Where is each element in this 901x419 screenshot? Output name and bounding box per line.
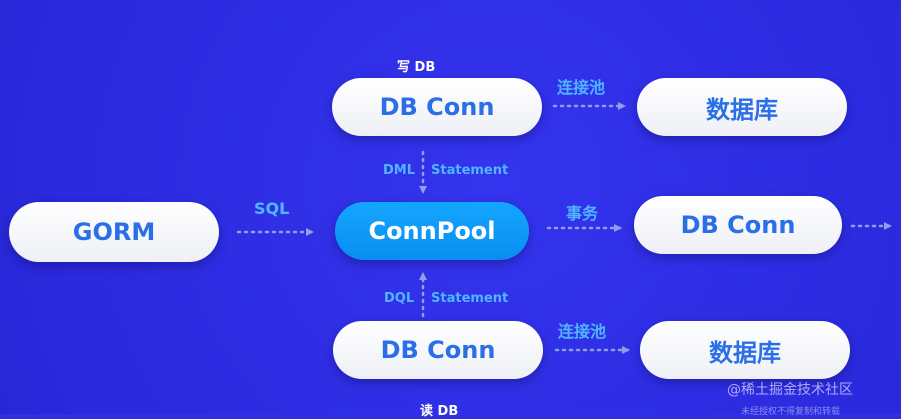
dml-label: DML xyxy=(383,163,416,178)
sql-edge-label: SQL xyxy=(254,199,290,218)
connpool-node: ConnPool xyxy=(335,202,529,260)
read-pool-edge-label: 连接池 xyxy=(558,322,607,341)
watermark-text: @稀土掘金技术社区 xyxy=(727,382,853,398)
watermark-subtext: 未经授权不得复制和转载 xyxy=(741,407,841,417)
write-pool-edge-label: 连接池 xyxy=(557,78,606,97)
write-db-conn-node: DB Conn xyxy=(332,78,542,136)
gorm-node: GORM xyxy=(9,202,219,262)
tx-db-conn-node: DB Conn xyxy=(634,196,842,254)
transaction-edge-label: 事务 xyxy=(566,204,599,223)
read-database-node: 数据库 xyxy=(640,321,850,379)
dml-statement-label: Statement xyxy=(431,163,509,178)
write-database-node: 数据库 xyxy=(637,78,847,136)
read-db-title: 读 DB xyxy=(420,404,459,419)
read-db-conn-node: DB Conn xyxy=(333,321,543,379)
dql-label: DQL xyxy=(384,291,415,306)
write-db-title: 写 DB xyxy=(397,60,436,75)
dql-statement-label: Statement xyxy=(431,291,509,306)
